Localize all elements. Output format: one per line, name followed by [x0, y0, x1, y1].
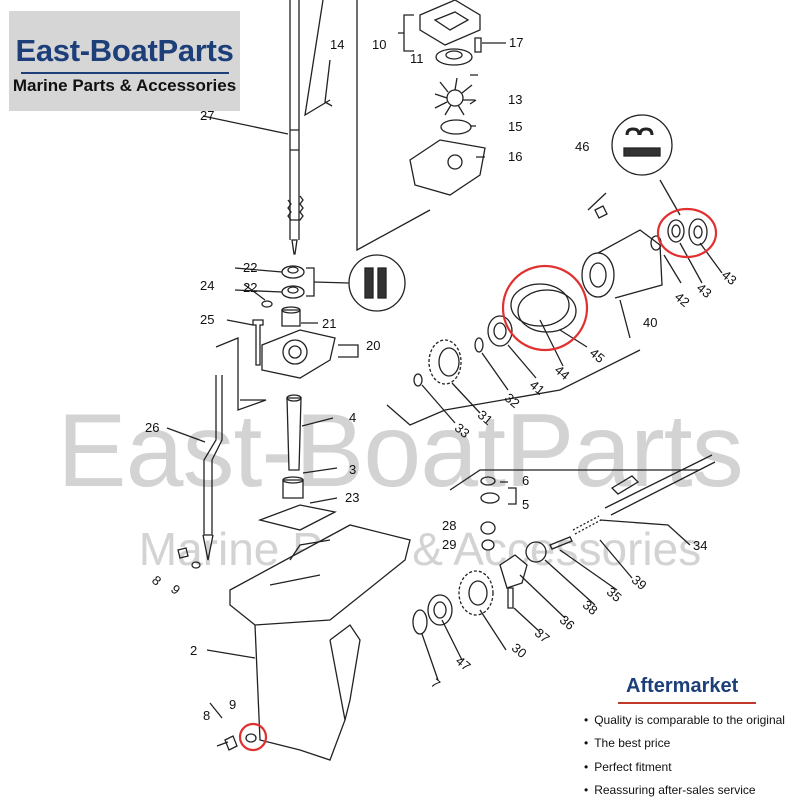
brand-tagline: Marine Parts & Accessories — [12, 76, 237, 95]
shift-rod — [202, 375, 223, 561]
water-pump-housing — [419, 0, 481, 46]
aftermarket-underline — [618, 702, 756, 704]
reverse-gear — [428, 339, 462, 385]
callout-9-lower: 9 — [229, 697, 237, 712]
highlight-washer-9 — [238, 722, 268, 752]
outer-plate — [409, 139, 486, 196]
callout-23: 23 — [345, 490, 360, 505]
callout-10: 10 — [372, 37, 387, 52]
callout-25: 25 — [200, 312, 215, 327]
callout-3: 3 — [349, 462, 357, 477]
callout-40: 40 — [643, 315, 658, 330]
highlight-seals-43 — [656, 207, 718, 259]
callout-13: 13 — [508, 92, 523, 107]
water-tube — [286, 397, 302, 471]
feature-item: The best price — [584, 735, 785, 758]
propeller-shaft — [604, 454, 716, 516]
callout-22-upper: 22 — [243, 260, 258, 275]
brand-name: East-BoatParts — [15, 33, 234, 68]
callout-34: 34 — [693, 538, 708, 553]
feature-item: Reassuring after-sales service — [584, 782, 785, 805]
callout-5: 5 — [522, 497, 530, 512]
oil-seal-housing — [261, 329, 336, 379]
impeller — [434, 77, 475, 116]
housing-bracket — [356, 0, 431, 252]
feature-list: Quality is comparable to the original Th… — [584, 712, 785, 805]
feature-item: Perfect fitment — [584, 759, 785, 782]
callout-11: 11 — [410, 51, 424, 66]
bearing-housing — [581, 229, 663, 299]
callout-21: 21 — [322, 316, 337, 331]
callout-14: 14 — [330, 37, 345, 52]
callout-28: 28 — [442, 518, 457, 533]
callout-17: 17 — [509, 35, 524, 50]
callout-20: 20 — [366, 338, 381, 353]
pump-insert — [435, 48, 473, 66]
callout-15: 15 — [508, 119, 523, 134]
brand-divider — [21, 72, 229, 74]
callout-46: 46 — [575, 139, 590, 154]
callout-22-lower: 22 — [243, 280, 258, 295]
callout-6: 6 — [522, 473, 530, 488]
callout-27: 27 — [200, 108, 215, 123]
callout-8-lower: 8 — [203, 708, 211, 723]
callout-29: 29 — [442, 537, 457, 552]
pump-o-ring — [440, 119, 472, 135]
aftermarket-title: Aftermarket — [626, 675, 739, 697]
callout-24: 24 — [200, 278, 215, 293]
callout-4: 4 — [349, 410, 357, 425]
feature-item: Quality is comparable to the original — [584, 712, 785, 735]
callout-26: 26 — [145, 420, 160, 435]
callout-16: 16 — [508, 149, 523, 164]
brand-logo: East-BoatParts Marine Parts & Accessorie… — [9, 11, 240, 111]
highlight-o-rings-44-45 — [501, 264, 589, 352]
callout-2: 2 — [190, 643, 198, 658]
drive-shaft — [287, 0, 304, 255]
lower-casing — [229, 524, 411, 761]
